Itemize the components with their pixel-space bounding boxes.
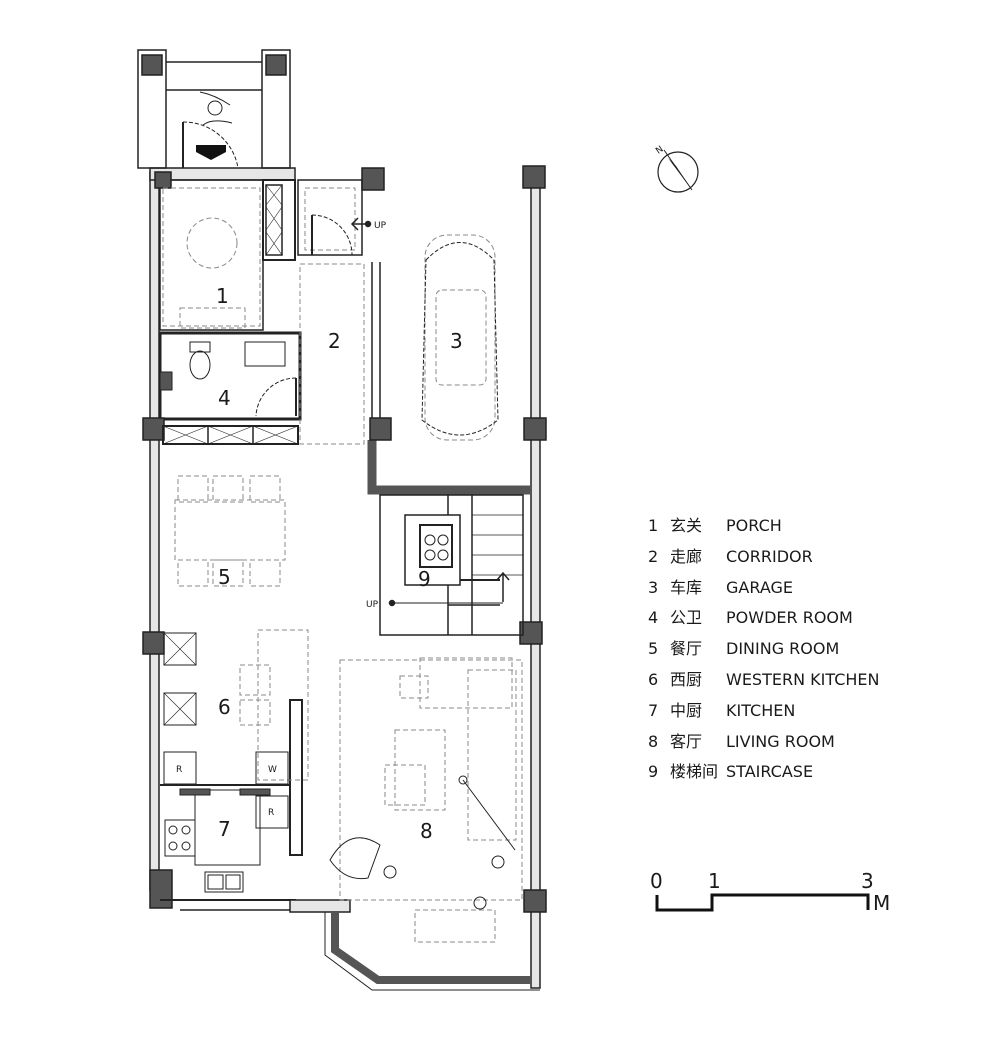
room-number-corridor: 2: [328, 329, 341, 353]
scale-unit: M: [873, 891, 890, 915]
fridge-label: R: [176, 765, 182, 775]
walls: [137, 49, 547, 991]
scale-tick-0: 0: [650, 869, 663, 893]
north-label: N: [654, 145, 665, 157]
north-compass-icon: [657, 149, 699, 193]
scale-tick-1: 1: [708, 869, 721, 893]
scale-tick-3: 3: [861, 869, 874, 893]
fridge-label-2: R: [268, 808, 274, 818]
room-number-kitchen: 7: [218, 817, 231, 841]
room-number-porch: 1: [216, 284, 229, 308]
room-number-western-kitchen: 6: [218, 695, 231, 719]
room-number-garage: 3: [450, 329, 463, 353]
up-arrow-icon: [350, 217, 510, 607]
furniture-outlines: [162, 187, 523, 943]
room-number-staircase: 9: [418, 567, 431, 591]
room-number-living-room: 8: [420, 819, 433, 843]
up-label-2: UP: [366, 600, 379, 610]
entry-arrow-icon: [196, 145, 226, 160]
doors: [179, 121, 353, 796]
room-number-powder-room: 4: [218, 386, 231, 410]
fixtures: [159, 242, 516, 910]
up-label-1: UP: [374, 221, 387, 231]
person-icon: [199, 91, 233, 126]
washer-label: W: [268, 765, 277, 775]
room-number-dining-room: 5: [218, 565, 231, 589]
scale-bar: [655, 893, 870, 912]
